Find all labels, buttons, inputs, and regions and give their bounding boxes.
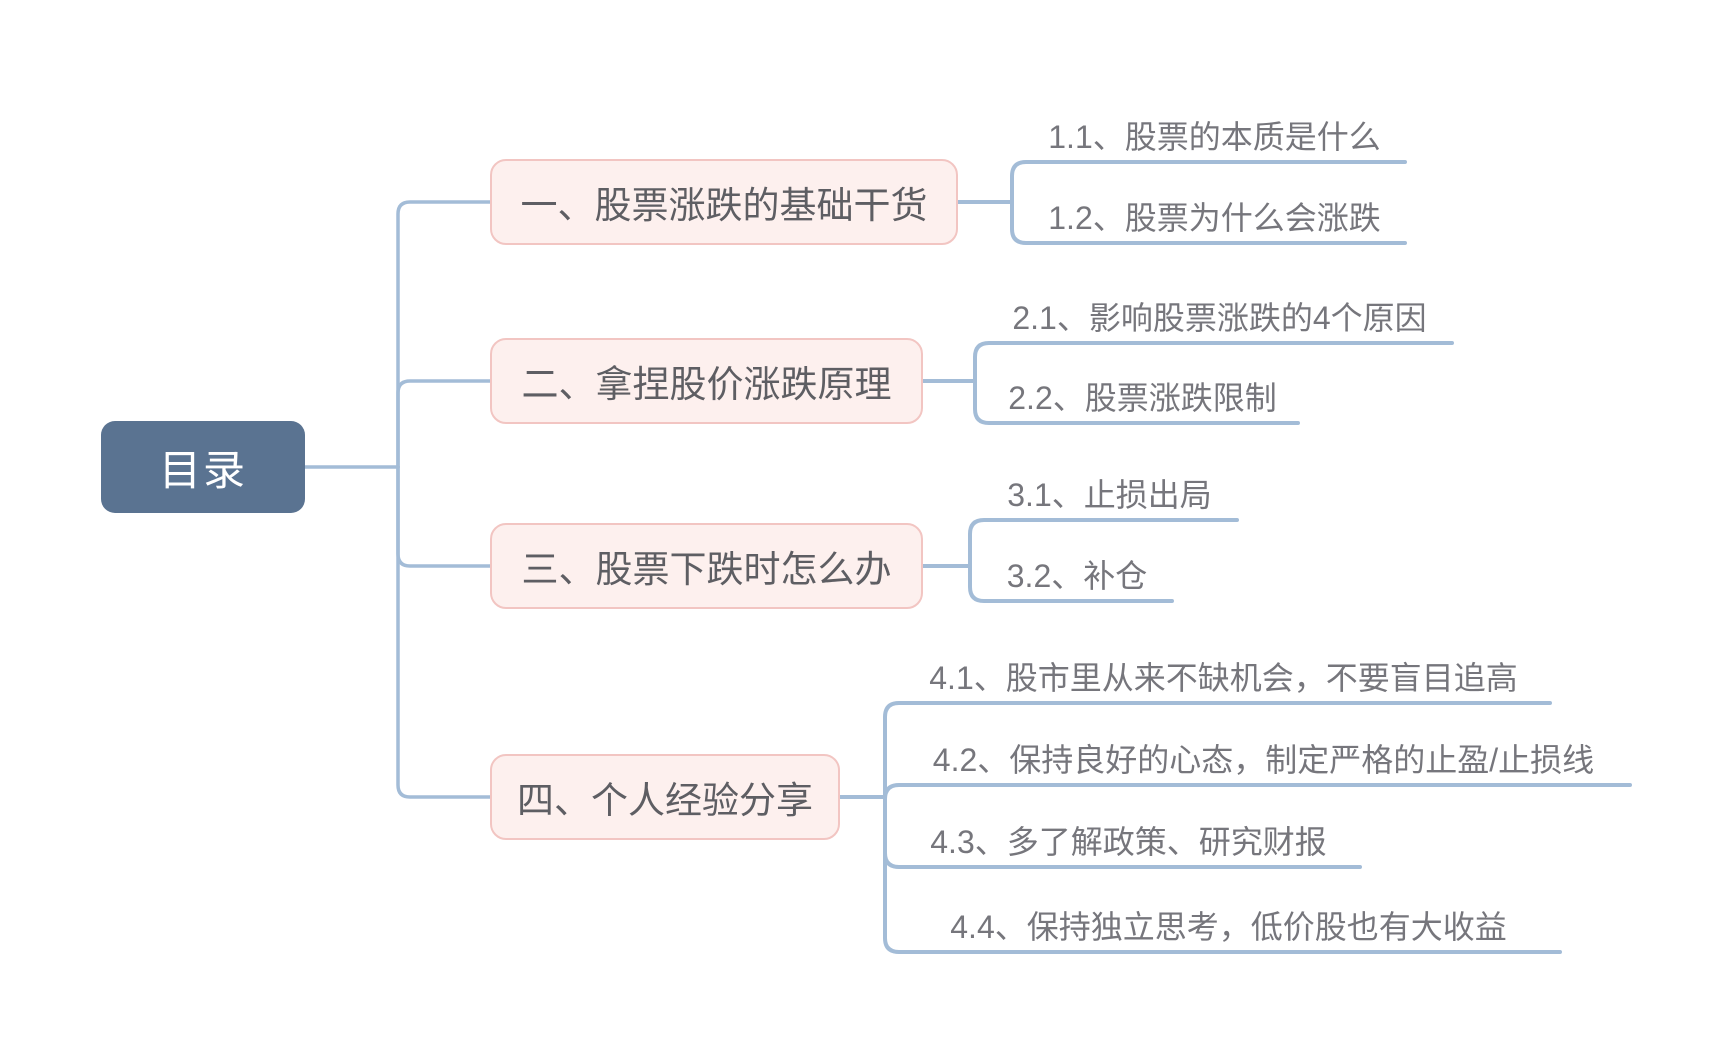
connector-branch-4 xyxy=(396,465,492,799)
connector-child-2-2 xyxy=(921,379,1300,425)
connector-child-2-1 xyxy=(921,341,1454,383)
branch-topic-1[interactable]: 一、股票涨跌的基础干货 xyxy=(490,159,958,245)
connector-child-4-1 xyxy=(838,701,1552,799)
connector-branch-2 xyxy=(396,379,492,469)
subtopic-3-1[interactable]: 3.1、止损出局 xyxy=(1007,477,1212,513)
branch-topic-3[interactable]: 三、股票下跌时怎么办 xyxy=(490,523,923,609)
connector-child-1-1 xyxy=(956,160,1407,204)
subtopic-4-4[interactable]: 4.4、保持独立思考，低价股也有大收益 xyxy=(950,909,1507,945)
subtopic-2-1[interactable]: 2.1、影响股票涨跌的4个原因 xyxy=(1012,300,1427,336)
subtopic-1-1[interactable]: 1.1、股票的本质是什么 xyxy=(1048,119,1381,155)
subtopic-4-1[interactable]: 4.1、股市里从来不缺机会，不要盲目追高 xyxy=(929,660,1518,696)
subtopic-4-3[interactable]: 4.3、多了解政策、研究财报 xyxy=(930,824,1327,860)
connector-child-3-1 xyxy=(921,518,1239,568)
connector-branch-1 xyxy=(396,200,492,469)
subtopic-1-2[interactable]: 1.2、股票为什么会涨跌 xyxy=(1048,200,1381,236)
subtopic-4-2[interactable]: 4.2、保持良好的心态，制定严格的止盈/止损线 xyxy=(932,742,1595,778)
branch-topic-2[interactable]: 二、拿捏股价涨跌原理 xyxy=(490,338,923,424)
root-topic[interactable]: 目录 xyxy=(101,421,305,513)
connector-child-4-4 xyxy=(838,795,1562,954)
connector-child-4-2 xyxy=(838,783,1632,800)
subtopic-2-2[interactable]: 2.2、股票涨跌限制 xyxy=(1008,380,1277,416)
subtopic-3-2[interactable]: 3.2、补仓 xyxy=(1006,558,1148,594)
connector-child-1-2 xyxy=(956,200,1407,245)
connector-branch-3 xyxy=(396,465,492,568)
connector-child-3-2 xyxy=(921,564,1174,603)
branch-topic-4[interactable]: 四、个人经验分享 xyxy=(490,754,840,840)
